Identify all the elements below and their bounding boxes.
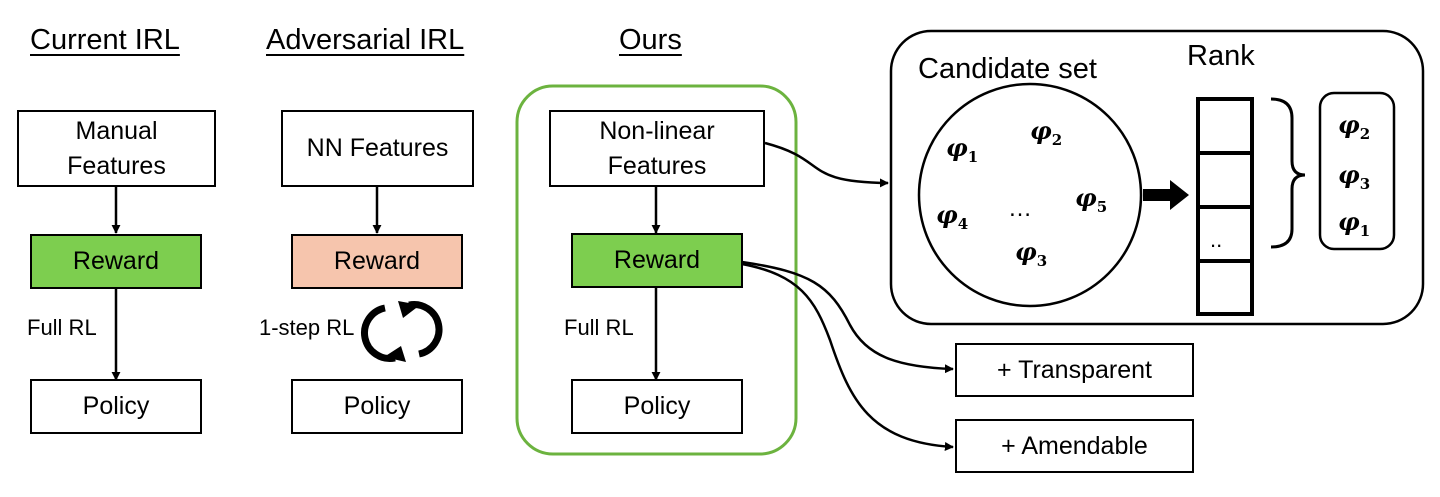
policy-label-ours: Policy <box>623 392 691 420</box>
phi-4: φ4 <box>936 200 969 233</box>
arrow-reward-to-transparent <box>741 260 954 374</box>
candidate-panel <box>889 29 1425 326</box>
full-rl-label-ours: Full RL <box>564 315 634 340</box>
reward-box-adversarial: Reward <box>291 234 463 289</box>
rank-column <box>1196 97 1254 316</box>
rank-cell-dots: .. <box>1210 227 1223 252</box>
nonlinear-features-box: Non-linear Features <box>549 110 765 187</box>
full-rl-label-current: Full RL <box>27 315 97 340</box>
rank-arrow-icon <box>1143 180 1189 210</box>
rank-bracket <box>1270 97 1306 249</box>
transparent-box: + Transparent <box>955 343 1194 397</box>
rank-label: Rank <box>1187 40 1255 72</box>
reward-box-ours: Reward <box>571 233 743 288</box>
manual-features-label: Manual Features <box>67 116 166 180</box>
nonlinear-features-label: Non-linear Features <box>599 116 715 180</box>
candidate-ellipsis: … <box>1008 195 1032 222</box>
ours-container <box>515 84 798 456</box>
reward-label-adversarial: Reward <box>333 247 421 275</box>
arrow-features-to-candidate <box>764 141 889 188</box>
phi-1: φ1 <box>946 133 979 166</box>
nn-features-label: NN Features <box>306 134 449 162</box>
amendable-label: + Amendable <box>1001 431 1148 460</box>
reward-box-current: Reward <box>30 234 202 289</box>
nn-features-box: NN Features <box>281 110 474 187</box>
candidate-circle <box>917 82 1143 308</box>
phi-5: φ5 <box>1075 183 1108 216</box>
arrow-reward-to-amendable <box>741 262 954 452</box>
phi-3: φ3 <box>1015 237 1048 270</box>
cycle-icon-head-top <box>398 301 420 318</box>
ranked-phi-1: φ1 <box>1338 207 1371 240</box>
title-current-irl: Current IRL <box>30 24 180 56</box>
ranked-phi-2: φ2 <box>1338 110 1371 143</box>
transparent-label: + Transparent <box>997 355 1152 384</box>
manual-features-box: Manual Features <box>17 110 216 187</box>
candidate-set-label: Candidate set <box>918 53 1097 85</box>
policy-box-current: Policy <box>30 379 202 434</box>
cycle-icon-head-bottom <box>384 346 406 362</box>
ranked-phi-3: φ3 <box>1338 160 1371 193</box>
policy-label-current: Policy <box>82 392 150 420</box>
reward-label-current: Reward <box>72 247 160 275</box>
ranked-box <box>1318 91 1396 251</box>
policy-box-adversarial: Policy <box>291 379 463 434</box>
one-step-rl-label: 1-step RL <box>259 315 355 340</box>
amendable-box: + Amendable <box>955 419 1194 473</box>
policy-label-adversarial: Policy <box>343 392 411 420</box>
title-adversarial-irl: Adversarial IRL <box>266 24 465 56</box>
policy-box-ours: Policy <box>571 379 743 434</box>
phi-2: φ2 <box>1030 116 1063 149</box>
title-ours: Ours <box>619 24 682 56</box>
reward-label-ours: Reward <box>613 246 701 274</box>
